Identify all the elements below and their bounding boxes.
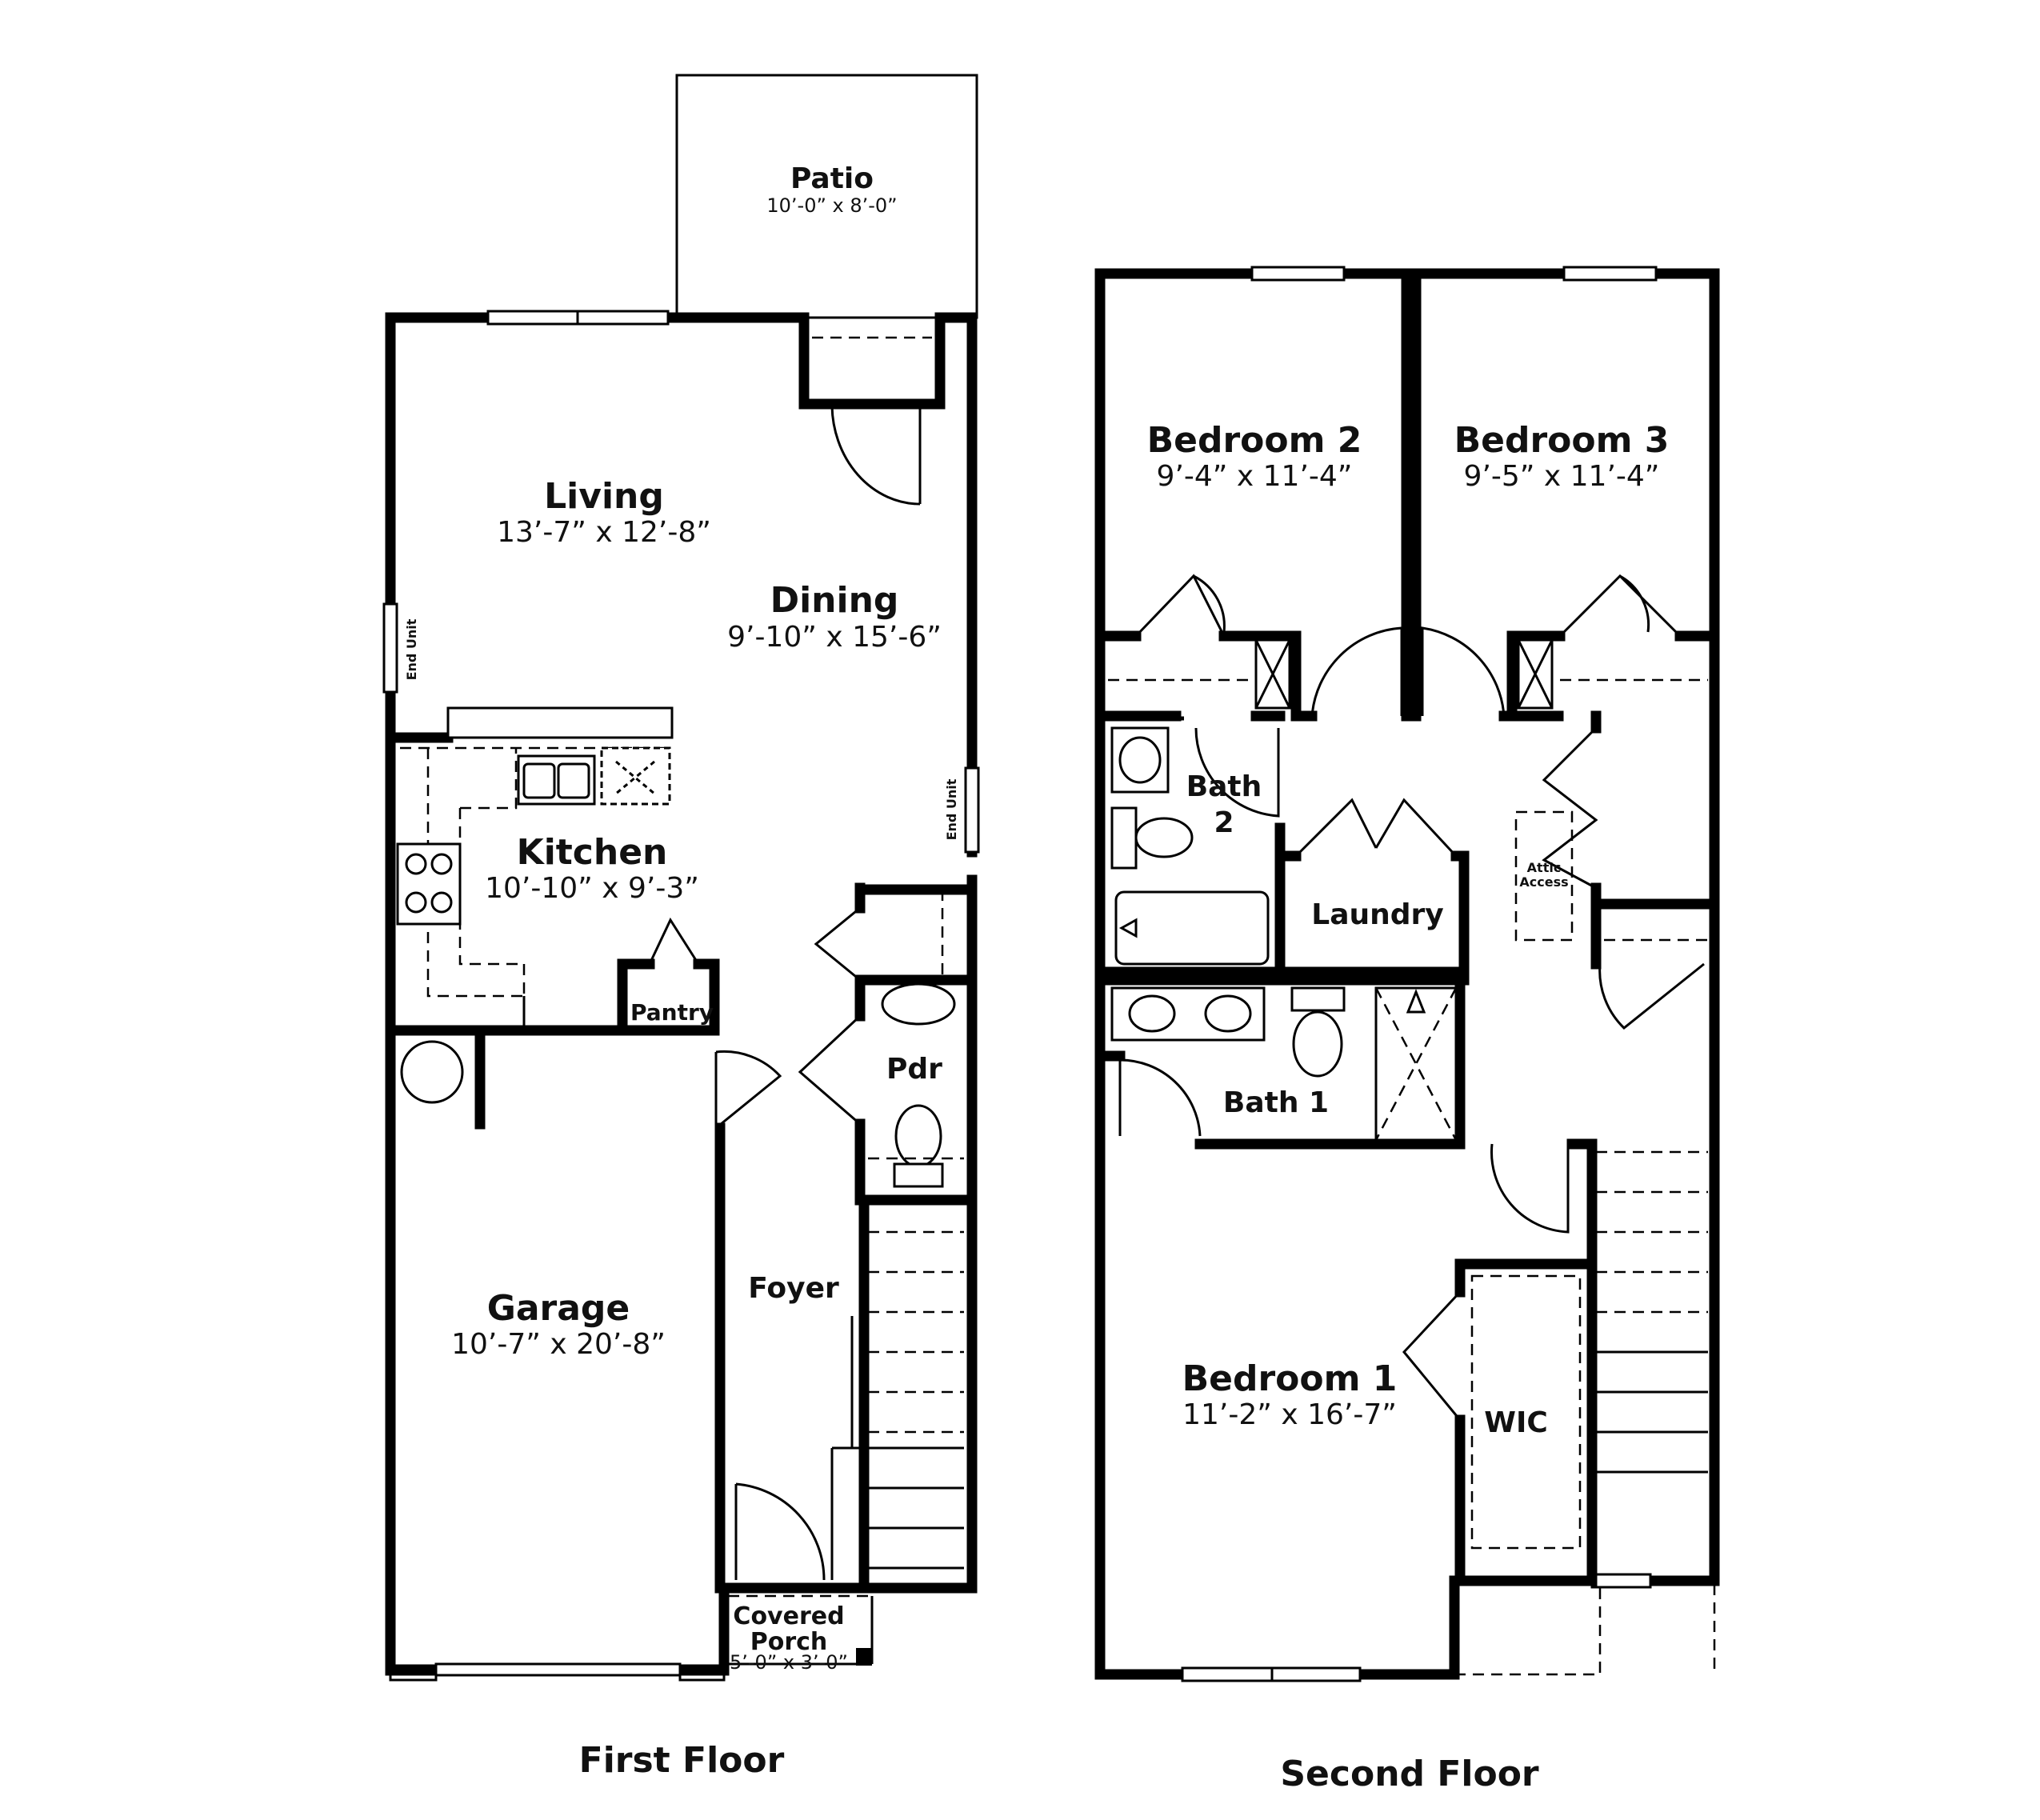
pdr-door-swing [798, 1014, 862, 1126]
stair-wall-second [1566, 1138, 1598, 1586]
pantry-wall [617, 958, 720, 1036]
window-dining-right [964, 766, 980, 854]
patio-door-swing [830, 403, 922, 506]
bedroom1-door-swing [1490, 1143, 1570, 1234]
laundry-name: Laundry [1311, 898, 1443, 931]
second-floor-title: Second Floor [1280, 1754, 1539, 1794]
patio-name: Patio [790, 162, 874, 195]
bath1-name: Bath 1 [1223, 1086, 1329, 1119]
bedroom3-door-swing [1421, 626, 1506, 717]
patio-dims: 10’-0” x 8’-0” [766, 194, 897, 217]
bedroom2-closet-door [1134, 574, 1226, 638]
bedroom-divider-wall [1401, 268, 1422, 722]
window-living-left [382, 602, 398, 694]
dining-name: Dining [770, 580, 899, 621]
dishwasher-icon [600, 746, 671, 806]
laundry-wall [1274, 850, 1470, 978]
wic-shelf [1470, 1274, 1582, 1550]
garage-dims: 10’-7” x 20’-8” [451, 1328, 666, 1361]
window-bedroom3 [1562, 266, 1658, 282]
end-unit-left-note: End Unit [404, 618, 419, 680]
first-floor-stairs [830, 1230, 964, 1580]
closet-door-swing [814, 906, 861, 982]
pantry-name: Pantry [630, 999, 714, 1026]
bath2-name-line1: Bath [1186, 770, 1262, 803]
second-floor-stairs [1596, 1150, 1708, 1474]
kitchen-dims: 10’-10” x 9’-3” [485, 872, 699, 905]
foyer-name: Foyer [748, 1272, 839, 1305]
porch-name-line1: Covered [733, 1602, 844, 1630]
garage-door-hatch-right [678, 1664, 726, 1682]
bedroom3-closet-door [1558, 574, 1682, 638]
bedroom1-name: Bedroom 1 [1182, 1358, 1398, 1399]
window-stair [1590, 1573, 1652, 1589]
second-floor-plan [1094, 266, 1720, 1682]
bath2-toilet-icon [1110, 806, 1138, 870]
bath1-wall [1094, 974, 1470, 1150]
first-floor-plan [382, 74, 980, 1682]
second-floor-roof-line [1454, 1584, 1716, 1676]
bedroom2-name: Bedroom 2 [1147, 420, 1362, 461]
pdr-name: Pdr [886, 1053, 942, 1086]
powder-room-wall [854, 882, 978, 1206]
garage-door-hatch-left [389, 1664, 438, 1682]
patio-area [675, 74, 978, 319]
kitchen-counters [396, 706, 674, 1030]
dining-dims: 9’-10” x 15’-6” [727, 621, 942, 654]
bath1-door-swing [1118, 1058, 1202, 1137]
porch-dims: 5’-0” x 3’-0” [730, 1651, 848, 1674]
living-name: Living [544, 476, 664, 517]
laundry-door-swing [1294, 798, 1458, 858]
bath1-sink-icon-left [1128, 994, 1176, 1033]
end-unit-right-note: End Unit [944, 778, 959, 840]
bedroom3-bottom-wall [1498, 630, 1720, 722]
window-bedroom2 [1250, 266, 1346, 282]
pdr-toilet-icon [894, 1104, 942, 1168]
first-floor-title: First Floor [579, 1740, 785, 1781]
attic-label-line1: Attic [1527, 860, 1562, 875]
hall-closet-door [1542, 726, 1598, 890]
bedroom1-dims: 11’-2” x 16’-7” [1182, 1398, 1397, 1431]
second-floor-exterior-wall [1094, 268, 1720, 1680]
hall-closet-wall [1590, 710, 1720, 970]
pdr-sink-icon [881, 982, 956, 1026]
porch-name-line2: Porch [750, 1628, 828, 1656]
pantry-door-swing [648, 917, 700, 965]
water-heater-icon [400, 1040, 464, 1104]
bath2-door-swing [1194, 727, 1280, 818]
bedroom3-name: Bedroom 3 [1454, 420, 1670, 461]
bath1-toilet-icon [1290, 986, 1346, 1012]
patio-door-opening [812, 316, 932, 339]
linen-door-swing [1598, 962, 1705, 1030]
bath1-sink-icon-right [1204, 994, 1252, 1033]
range-icon [396, 842, 462, 926]
bath1-vanity [1110, 986, 1266, 1042]
wic-name: WIC [1484, 1406, 1548, 1439]
garage-door [434, 1662, 682, 1677]
bedroom2-door-swing [1310, 626, 1403, 717]
bedroom2-dims: 9’-4” x 11’-4” [1157, 460, 1353, 493]
front-door-swing [734, 1482, 826, 1581]
wic-door-swing [1402, 1290, 1462, 1421]
wic-wall [1454, 1258, 1598, 1582]
attic-label-line2: Access [1519, 874, 1568, 890]
bedroom3-dims: 9’-5” x 11’-4” [1464, 460, 1660, 493]
covered-porch [728, 1594, 874, 1666]
living-dims: 13’-7” x 12’-8” [497, 516, 711, 549]
garage-name: Garage [487, 1288, 630, 1329]
bedroom2-bottom-wall [1094, 630, 1318, 722]
garage-entry-door-swing [714, 1050, 782, 1130]
bath2-name-line2: 2 [1214, 806, 1234, 839]
kitchen-name: Kitchen [517, 832, 668, 873]
bath2-tub-icon [1114, 890, 1270, 966]
